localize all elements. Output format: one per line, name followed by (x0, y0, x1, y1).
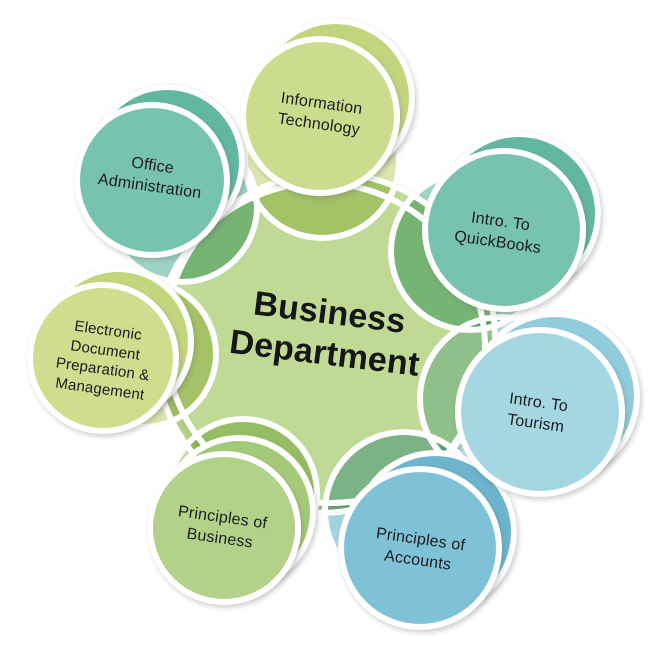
node-principles-of-accounts-ring (338, 466, 502, 630)
node-electronic-document-ring (27, 282, 179, 434)
node-information-technology-ring (240, 36, 400, 196)
node-intro-to-quickbooks-ring (422, 148, 586, 312)
node-principles-of-business-ring (147, 451, 301, 605)
node-intro-to-tourism-ring (455, 327, 625, 497)
node-office-administration-ring (74, 102, 230, 258)
